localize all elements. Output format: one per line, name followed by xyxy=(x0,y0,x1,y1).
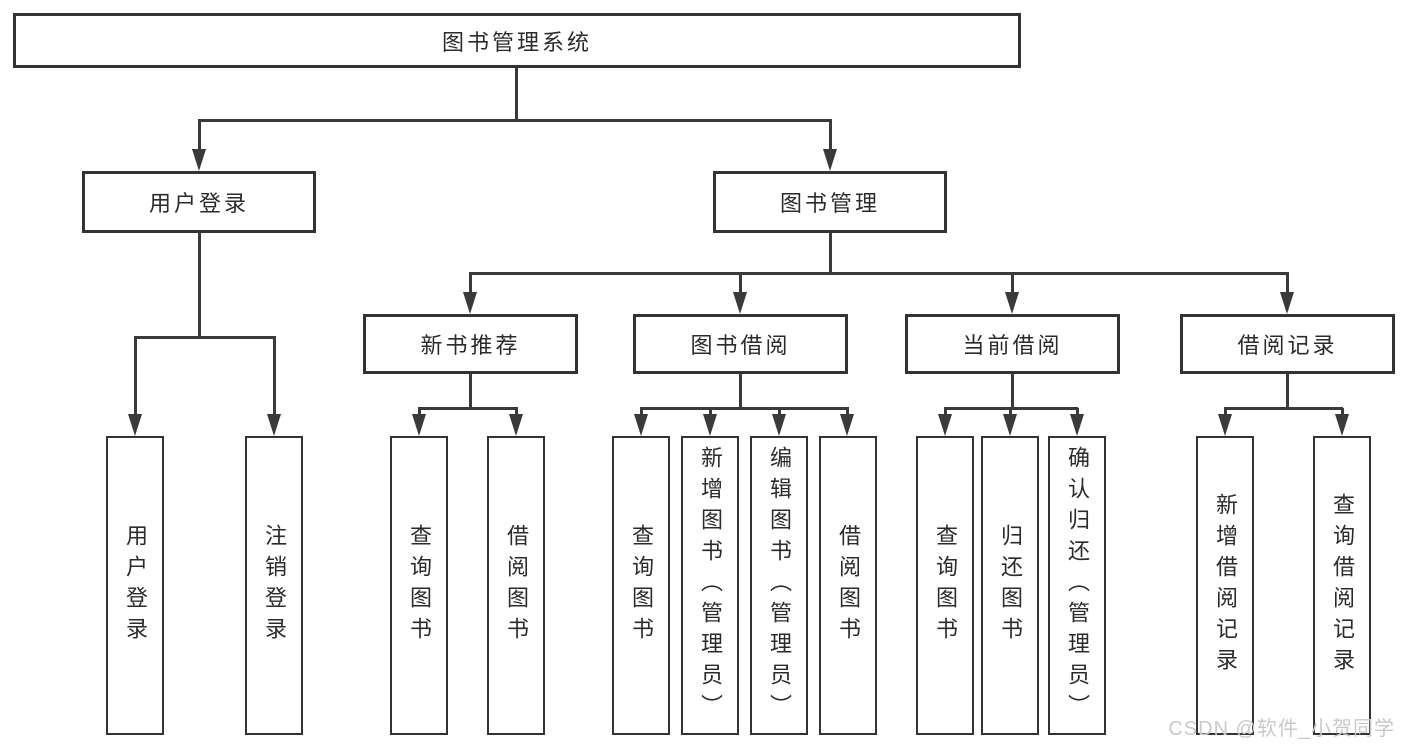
arrowhead-leaf-logout xyxy=(267,414,281,436)
connector-bb-leaf4-drop xyxy=(846,408,849,418)
arrowhead-bb-leaf2 xyxy=(703,414,717,436)
connector-bb-leaf3-drop xyxy=(778,408,781,418)
leaf-br-query-borrow-record: 查询借阅记录 xyxy=(1313,436,1371,735)
node-new-book-recommendation: 新书推荐 xyxy=(363,314,578,374)
connector-level3-bar xyxy=(469,272,1289,275)
arrowhead-leaf-login xyxy=(128,414,142,436)
arrowhead-br-leaf2 xyxy=(1335,414,1349,436)
node-book-borrowing: 图书借阅 xyxy=(633,314,848,374)
arrowhead-cb-leaf3 xyxy=(1070,414,1084,436)
leaf-bb-add-books-admin: 新增图书（管理员） xyxy=(681,436,739,735)
leaf-bb-edit-books-admin: 编辑图书（管理员） xyxy=(750,436,808,735)
leaf-cb-confirm-return-admin: 确认归还（管理员） xyxy=(1048,436,1106,735)
leaf-bb-borrow-books: 借阅图书 xyxy=(819,436,877,735)
connector-br-stem xyxy=(1286,374,1289,410)
arrowhead-bb-leaf1 xyxy=(634,414,648,436)
arrowhead-cb-leaf2 xyxy=(1003,414,1017,436)
csdn-watermark: CSDN @软件_小贺同学 xyxy=(1168,718,1395,740)
connector-book-mgmt-drop xyxy=(829,120,832,154)
connector-bb-stem xyxy=(739,374,742,410)
connector-user-login-drop xyxy=(198,120,201,154)
connector-leaf-logout-drop xyxy=(273,337,276,417)
arrowhead-borrow-record xyxy=(1280,292,1294,314)
leaf-nbr-borrow-books: 借阅图书 xyxy=(487,436,545,735)
arrowhead-new-book xyxy=(463,292,477,314)
node-user-login: 用户登录 xyxy=(82,171,316,233)
arrowhead-book-mgmt xyxy=(823,149,837,171)
connector-bb-leaf2-drop xyxy=(709,408,712,418)
connector-book-mgmt-stem xyxy=(829,233,832,275)
leaf-user-login: 用户登录 xyxy=(106,436,164,735)
connector-bb-bar xyxy=(640,407,849,410)
connector-nbr-bar xyxy=(418,407,518,410)
connector-bb-leaf1-drop xyxy=(640,408,643,418)
connector-book-borrow-drop xyxy=(739,273,742,297)
arrowhead-nbr-leaf1 xyxy=(412,414,426,436)
arrowhead-current-borrow xyxy=(1005,292,1019,314)
arrowhead-user-login xyxy=(192,149,206,171)
leaf-logout: 注销登录 xyxy=(245,436,303,735)
connector-cb-stem xyxy=(1011,374,1014,410)
connector-user-login-stem xyxy=(198,233,201,339)
arrowhead-br-leaf1 xyxy=(1218,414,1232,436)
connector-nbr-stem xyxy=(469,374,472,410)
leaf-nbr-query-books: 查询图书 xyxy=(390,436,448,735)
arrowhead-book-borrow xyxy=(733,292,747,314)
connector-nbr-leaf1-drop xyxy=(418,408,421,418)
node-library-management-system: 图书管理系统 xyxy=(13,13,1021,68)
leaf-br-add-borrow-record: 新增借阅记录 xyxy=(1196,436,1254,735)
connector-current-borrow-drop xyxy=(1011,273,1014,297)
connector-new-book-drop xyxy=(469,273,472,297)
connector-br-bar xyxy=(1224,407,1343,410)
connector-cb-leaf1-drop xyxy=(944,408,947,418)
node-book-management: 图书管理 xyxy=(713,171,947,233)
connector-cb-leaf2-drop xyxy=(1009,408,1012,418)
connector-br-leaf2-drop xyxy=(1341,408,1344,418)
leaf-cb-return-books: 归还图书 xyxy=(981,436,1039,735)
arrowhead-bb-leaf4 xyxy=(840,414,854,436)
connector-user-login-bar xyxy=(134,336,276,339)
connector-root-stem xyxy=(515,68,518,121)
arrowhead-cb-leaf1 xyxy=(938,414,952,436)
node-current-borrowing: 当前借阅 xyxy=(905,314,1120,374)
leaf-bb-query-books: 查询图书 xyxy=(612,436,670,735)
connector-level2-bar xyxy=(198,119,832,122)
leaf-cb-query-books: 查询图书 xyxy=(916,436,974,735)
connector-cb-leaf3-drop xyxy=(1076,408,1079,418)
connector-nbr-leaf2-drop xyxy=(515,408,518,418)
connector-br-leaf1-drop xyxy=(1224,408,1227,418)
connector-borrow-record-drop xyxy=(1286,273,1289,297)
arrowhead-bb-leaf3 xyxy=(772,414,786,436)
arrowhead-nbr-leaf2 xyxy=(509,414,523,436)
connector-leaf-login-drop xyxy=(134,337,137,417)
node-borrowing-records: 借阅记录 xyxy=(1180,314,1395,374)
